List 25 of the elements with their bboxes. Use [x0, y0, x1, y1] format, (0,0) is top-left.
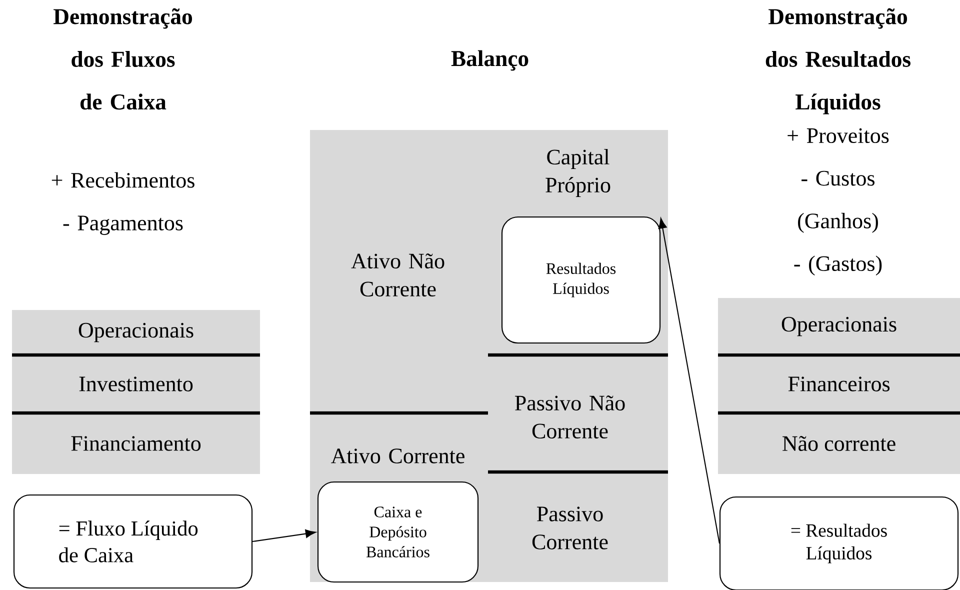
node-label: Passivo Não Corrente: [515, 395, 625, 439]
category-band: Operacionais: [12, 310, 260, 355]
category-band: Não corrente: [718, 413, 960, 474]
column-heading: Demonstração dos Fluxos de Caixa: [54, 8, 192, 110]
column-heading: Demonstração dos Resultados Líquidos: [766, 8, 910, 114]
formula-text: + Proveitos - Custos (Ganhos) - (Gastos): [788, 128, 889, 276]
node-label: Capital Próprio: [546, 149, 610, 197]
category-band: Financiamento: [12, 413, 260, 474]
balance-section: Passivo Corrente: [488, 472, 668, 582]
node-label: Ativo Não Corrente: [351, 253, 444, 297]
balance-section: Passivo Não Corrente: [488, 355, 668, 472]
formula-text: + Recebimentos - Pagamentos: [52, 172, 194, 235]
result-box: = Resultados Líquidos: [719, 496, 959, 590]
arrow: [658, 218, 720, 544]
category-band: Investimento: [12, 355, 260, 413]
category-band: Operacionais: [718, 298, 960, 355]
arrow: [252, 529, 316, 542]
node-label: Ativo Corrente: [331, 448, 464, 464]
result-box: Caixa e Depósito Bancários: [317, 481, 479, 583]
result-box: = Fluxo Líquido de Caixa: [13, 494, 253, 589]
result-box: Resultados Líquidos: [501, 216, 661, 344]
category-band: Financeiros: [718, 355, 960, 413]
node-label: Passivo Corrente: [532, 506, 608, 550]
column-heading: Balanço: [451, 50, 528, 71]
balance-section: Ativo Não Corrente: [310, 130, 488, 413]
